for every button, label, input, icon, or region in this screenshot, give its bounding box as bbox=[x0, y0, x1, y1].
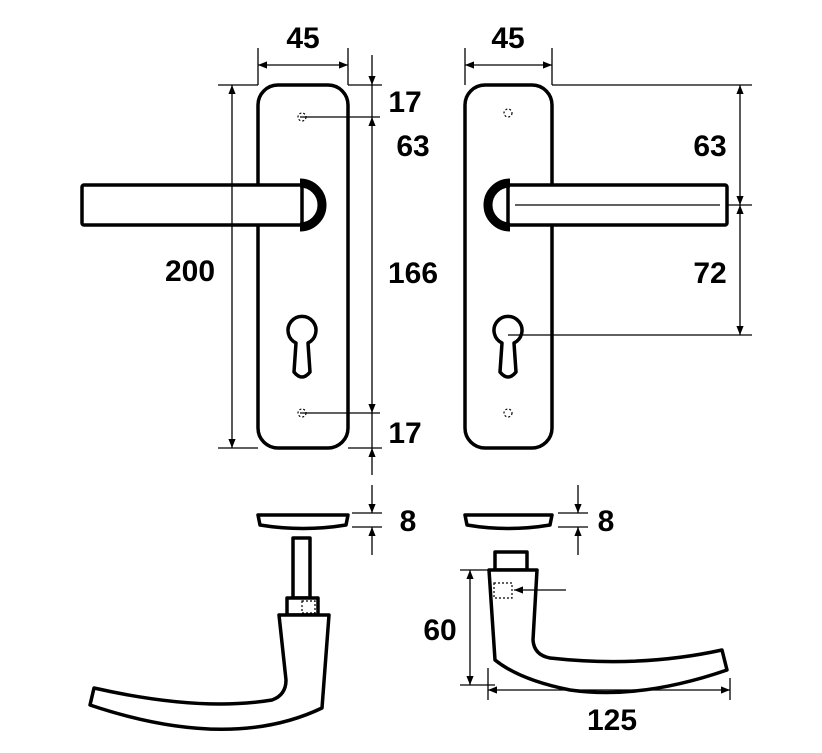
dim-lever-length: 125 bbox=[587, 704, 637, 737]
grub-screw bbox=[493, 582, 513, 599]
front-lever bbox=[80, 183, 304, 227]
front-rose bbox=[299, 178, 327, 232]
dim-lever-height: 60 bbox=[423, 614, 456, 647]
dim-back-lever-offset: 63 bbox=[693, 130, 726, 163]
dim-front-width: 45 bbox=[286, 22, 319, 55]
lever-neck bbox=[493, 550, 529, 572]
dim-front-rose-thickness: 8 bbox=[400, 505, 417, 538]
front-backplate bbox=[256, 83, 350, 450]
cylinder-keyhole bbox=[286, 314, 318, 379]
front-rose-profile bbox=[256, 513, 350, 531]
spindle bbox=[291, 536, 312, 600]
back-side-view: 8 60 125 bbox=[423, 485, 731, 737]
dim-hole-to-lever: 63 bbox=[396, 130, 429, 163]
front-side-view: 8 bbox=[88, 485, 417, 731]
back-view: 45 63 72 bbox=[463, 22, 752, 450]
dim-top-hole: 17 bbox=[388, 86, 421, 119]
dim-hole-spacing: 166 bbox=[388, 257, 438, 290]
front-lever-profile bbox=[88, 613, 331, 731]
screw-hole-bottom bbox=[503, 408, 513, 418]
dim-back-width: 45 bbox=[491, 22, 524, 55]
dim-lever-to-cylinder: 72 bbox=[693, 257, 726, 290]
dim-plate-height: 200 bbox=[165, 255, 215, 288]
dim-back-rose-thickness: 8 bbox=[598, 505, 615, 538]
front-view: 45 200 17 63 166 17 bbox=[80, 22, 438, 475]
cylinder-keyhole bbox=[492, 314, 524, 379]
grub-screw bbox=[301, 600, 316, 614]
back-rose bbox=[483, 178, 511, 232]
back-rose-profile bbox=[463, 513, 554, 531]
screw-hole-top bbox=[503, 108, 513, 118]
dim-bottom-hole: 17 bbox=[388, 417, 421, 450]
back-backplate bbox=[463, 83, 554, 450]
back-lever-profile bbox=[487, 568, 729, 695]
